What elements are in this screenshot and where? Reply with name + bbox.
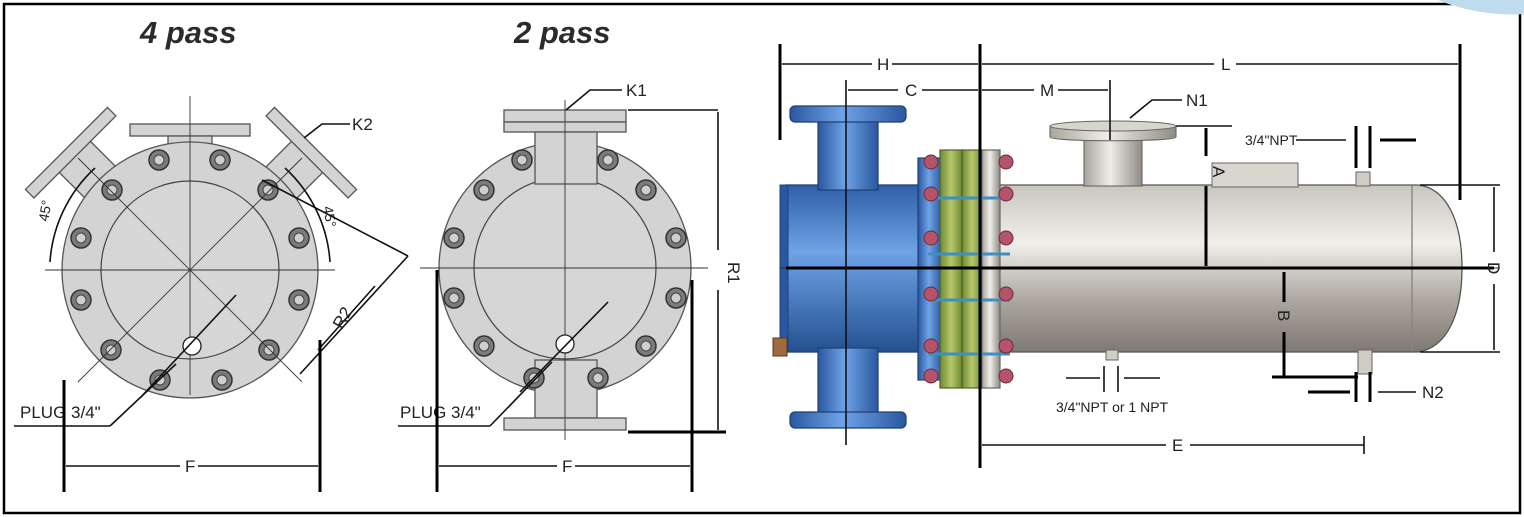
side-n1-label: N1	[1186, 91, 1208, 110]
side-e-label: E	[1172, 436, 1183, 455]
four-pass-angle-left: 45°	[35, 199, 54, 223]
corner-decoration	[1438, 0, 1524, 15]
n1-nozzle	[1049, 120, 1177, 187]
side-h-label: H	[877, 55, 889, 74]
side-n2-label: N2	[1422, 383, 1444, 402]
side-b-label: B	[1274, 310, 1293, 321]
two-pass-r1-label: R1	[724, 262, 743, 284]
side-npt-bottom-label: 3/4"NPT or 1 NPT	[1056, 399, 1169, 415]
four-pass-plug-label: PLUG 3/4"	[20, 403, 101, 422]
four-pass-f-label: F	[185, 457, 195, 476]
two-pass-k1-label: K1	[626, 81, 647, 100]
four-pass-title: 4 pass	[139, 15, 237, 50]
side-l-label: L	[1221, 55, 1230, 74]
two-pass-plug	[555, 334, 575, 354]
four-pass-k2-label: K2	[352, 115, 373, 134]
two-pass-plug-label: PLUG 3/4"	[400, 403, 481, 422]
two-pass-view: 2 pass	[398, 15, 743, 492]
side-a-label: A	[1209, 166, 1228, 178]
four-pass-bolts	[70, 149, 310, 391]
side-view: H L C M N1 3/4"NPT A D	[772, 44, 1503, 468]
two-pass-title: 2 pass	[513, 15, 611, 50]
side-m-label: M	[1040, 81, 1054, 100]
side-c-label: C	[905, 81, 917, 100]
four-pass-angle-right: 45°	[320, 205, 339, 229]
drain-coupling	[1357, 349, 1373, 375]
two-pass-f-label: F	[562, 457, 572, 476]
four-pass-plug	[182, 336, 202, 356]
vent-coupling	[1355, 171, 1371, 187]
side-d-label: D	[1484, 262, 1503, 274]
shell-saddle-pad	[1211, 162, 1299, 188]
side-npt-top-label: 3/4"NPT	[1245, 132, 1298, 148]
